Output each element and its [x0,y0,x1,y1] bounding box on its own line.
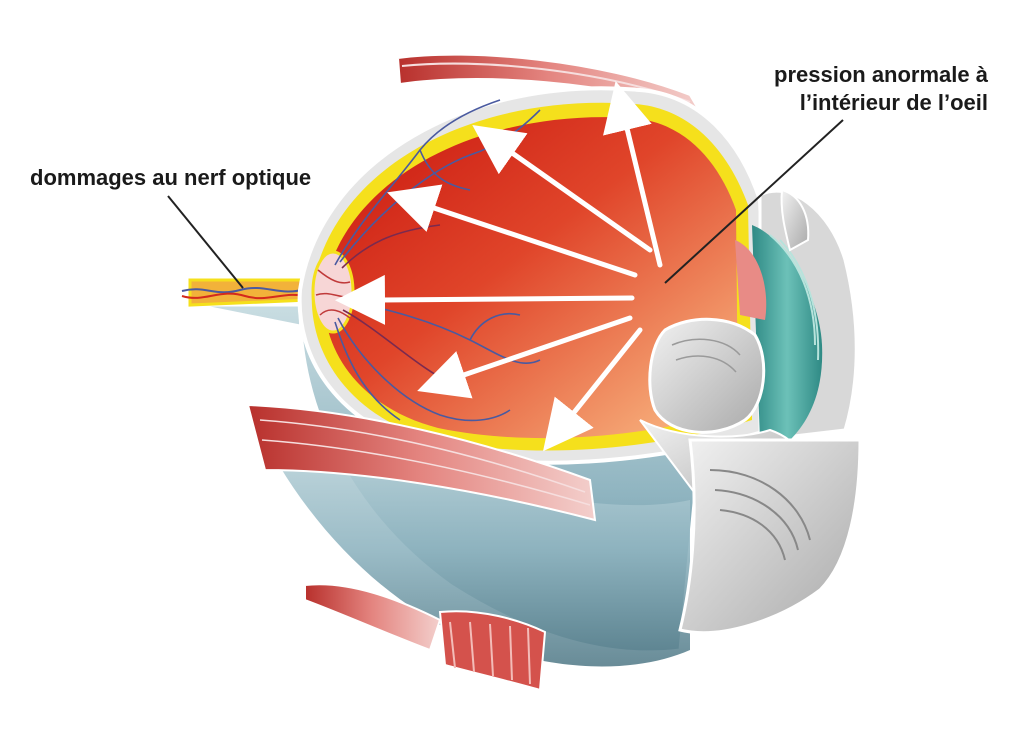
optic-nerve [181,278,313,307]
pressure-arrow [387,184,638,278]
pressure-arrow [417,315,633,399]
anterior-segment [639,188,862,635]
pressure-arrow [543,327,643,452]
inferior-muscle [304,583,547,692]
label-optic-nerve-damage: dommages au nerf optique [30,165,311,190]
lateral-muscle [246,403,597,522]
pressure-arrows [335,81,663,452]
pressure-arrow [603,81,663,268]
label-abnormal-pressure-line1: pression anormale à [774,62,989,87]
pressure-arrow [335,274,635,325]
lens [648,317,766,434]
leader-line-pressure [664,119,844,284]
pressure-arrow [472,124,653,253]
leader-line-optic-nerve [167,195,244,289]
label-abnormal-pressure-line2: l’intérieur de l’oeil [800,90,988,115]
